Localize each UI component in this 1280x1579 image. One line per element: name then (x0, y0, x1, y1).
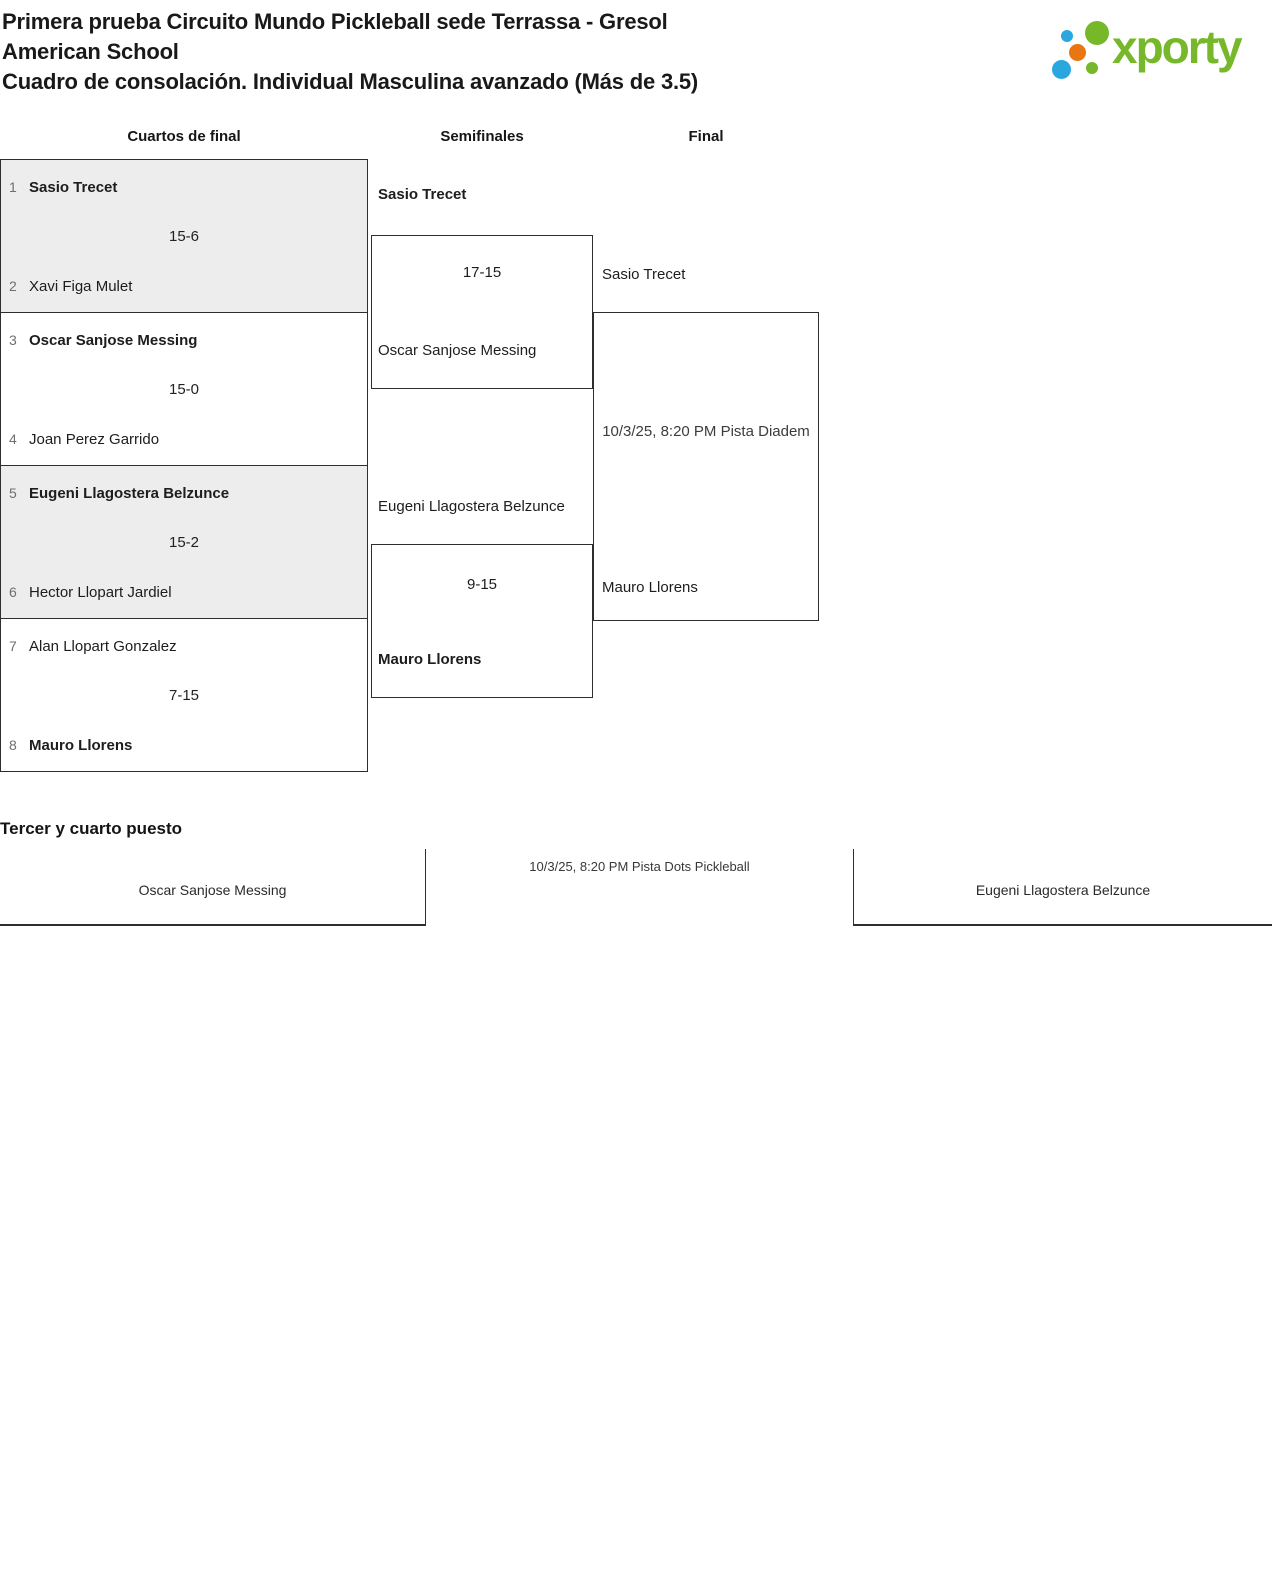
page-subtitle: Cuadro de consolación. Individual Mascul… (2, 69, 699, 94)
quarterfinal-match-2: 3 Oscar Sanjose Messing 15-0 4 Joan Perez … (0, 312, 368, 466)
logo-dot-blue-small (1061, 30, 1073, 42)
match-row: 1 Sasio Trecet (9, 178, 359, 196)
final-player2-name: Mauro Llorens (602, 579, 698, 596)
final-player1-name: Sasio Trecet (602, 266, 686, 283)
match-row: 2 Xavi Figa Mulet (9, 277, 359, 295)
player-name: Hector Llopart Jardiel (29, 584, 172, 601)
player-name: Alan Llopart Gonzalez (29, 638, 177, 655)
semifinal-2-player1-name: Eugeni Llagostera Belzunce (378, 498, 565, 515)
final-schedule: 10/3/25, 8:20 PM Pista Diadem (602, 423, 810, 440)
seed-number: 4 (9, 431, 17, 447)
quarterfinal-match-4: 7 Alan Llopart Gonzalez 7-15 8 Mauro Llore… (0, 618, 368, 772)
seed-number: 2 (9, 278, 17, 294)
seed-number: 3 (9, 332, 17, 348)
semifinal-1-player1-name: Sasio Trecet (378, 186, 467, 203)
third-place-schedule: 10/3/25, 8:20 PM Pista Dots Pickleball (529, 859, 750, 874)
semifinal-2-player2-name: Mauro Llorens (378, 651, 482, 668)
third-place-player2-box: Eugeni Llagostera Belzunce (853, 849, 1272, 926)
player-name: Xavi Figa Mulet (29, 278, 133, 295)
match-row: 3 Oscar Sanjose Messing (9, 331, 359, 349)
logo-wordmark: xporty (1112, 21, 1243, 73)
semifinal-1-box (371, 235, 593, 389)
match-score: 15-0 (168, 381, 200, 398)
xporty-logo: xporty (1045, 5, 1275, 90)
semifinal-1-score: 17-15 (462, 264, 502, 281)
round-header-final: Final (688, 128, 724, 145)
player-name: Sasio Trecet (29, 179, 118, 196)
quarterfinal-match-3: 5 Eugeni Llagostera Belzunce 15-2 6 Hector… (0, 465, 368, 619)
player-name: Mauro Llorens (29, 737, 133, 754)
semifinal-1-player2-name: Oscar Sanjose Messing (378, 342, 537, 359)
match-row: 8 Mauro Llorens (9, 736, 359, 754)
seed-number: 6 (9, 584, 17, 600)
logo-dot-orange (1069, 44, 1086, 61)
match-row: 7 Alan Llopart Gonzalez (9, 637, 359, 655)
semifinal-2-box (371, 544, 593, 698)
seed-number: 5 (9, 485, 17, 501)
logo-dot-green-small (1086, 62, 1098, 74)
round-header-quarterfinals: Cuartos de final (127, 128, 241, 145)
match-row: 6 Hector Llopart Jardiel (9, 583, 359, 601)
third-place-player1-name: Oscar Sanjose Messing (138, 882, 287, 898)
match-score: 15-6 (168, 228, 200, 245)
match-row: 4 Joan Perez Garrido (9, 430, 359, 448)
third-place-player1-box: Oscar Sanjose Messing (0, 849, 426, 926)
third-place-heading: Tercer y cuarto puesto (0, 819, 183, 838)
match-score: 15-2 (168, 534, 200, 551)
logo-dot-blue-large (1052, 60, 1071, 79)
round-header-semifinals: Semifinales (440, 128, 524, 145)
player-name: Joan Perez Garrido (29, 431, 160, 448)
match-row: 5 Eugeni Llagostera Belzunce (9, 484, 359, 502)
seed-number: 7 (9, 638, 17, 654)
page-title-line-2: American School (2, 39, 179, 64)
player-name: Eugeni Llagostera Belzunce (29, 485, 230, 502)
player-name: Oscar Sanjose Messing (29, 332, 198, 349)
seed-number: 8 (9, 737, 17, 753)
page-title-line-1: Primera prueba Circuito Mundo Pickleball… (2, 9, 668, 34)
semifinal-2-score: 9-15 (466, 576, 498, 593)
third-place-player2-name: Eugeni Llagostera Belzunce (975, 882, 1151, 898)
quarterfinal-match-1: 1 Sasio Trecet 15-6 2 Xavi Figa Mulet (0, 159, 368, 313)
match-score: 7-15 (168, 687, 200, 704)
logo-dot-green-large (1085, 21, 1109, 45)
seed-number: 1 (9, 179, 17, 195)
final-box (593, 312, 819, 621)
